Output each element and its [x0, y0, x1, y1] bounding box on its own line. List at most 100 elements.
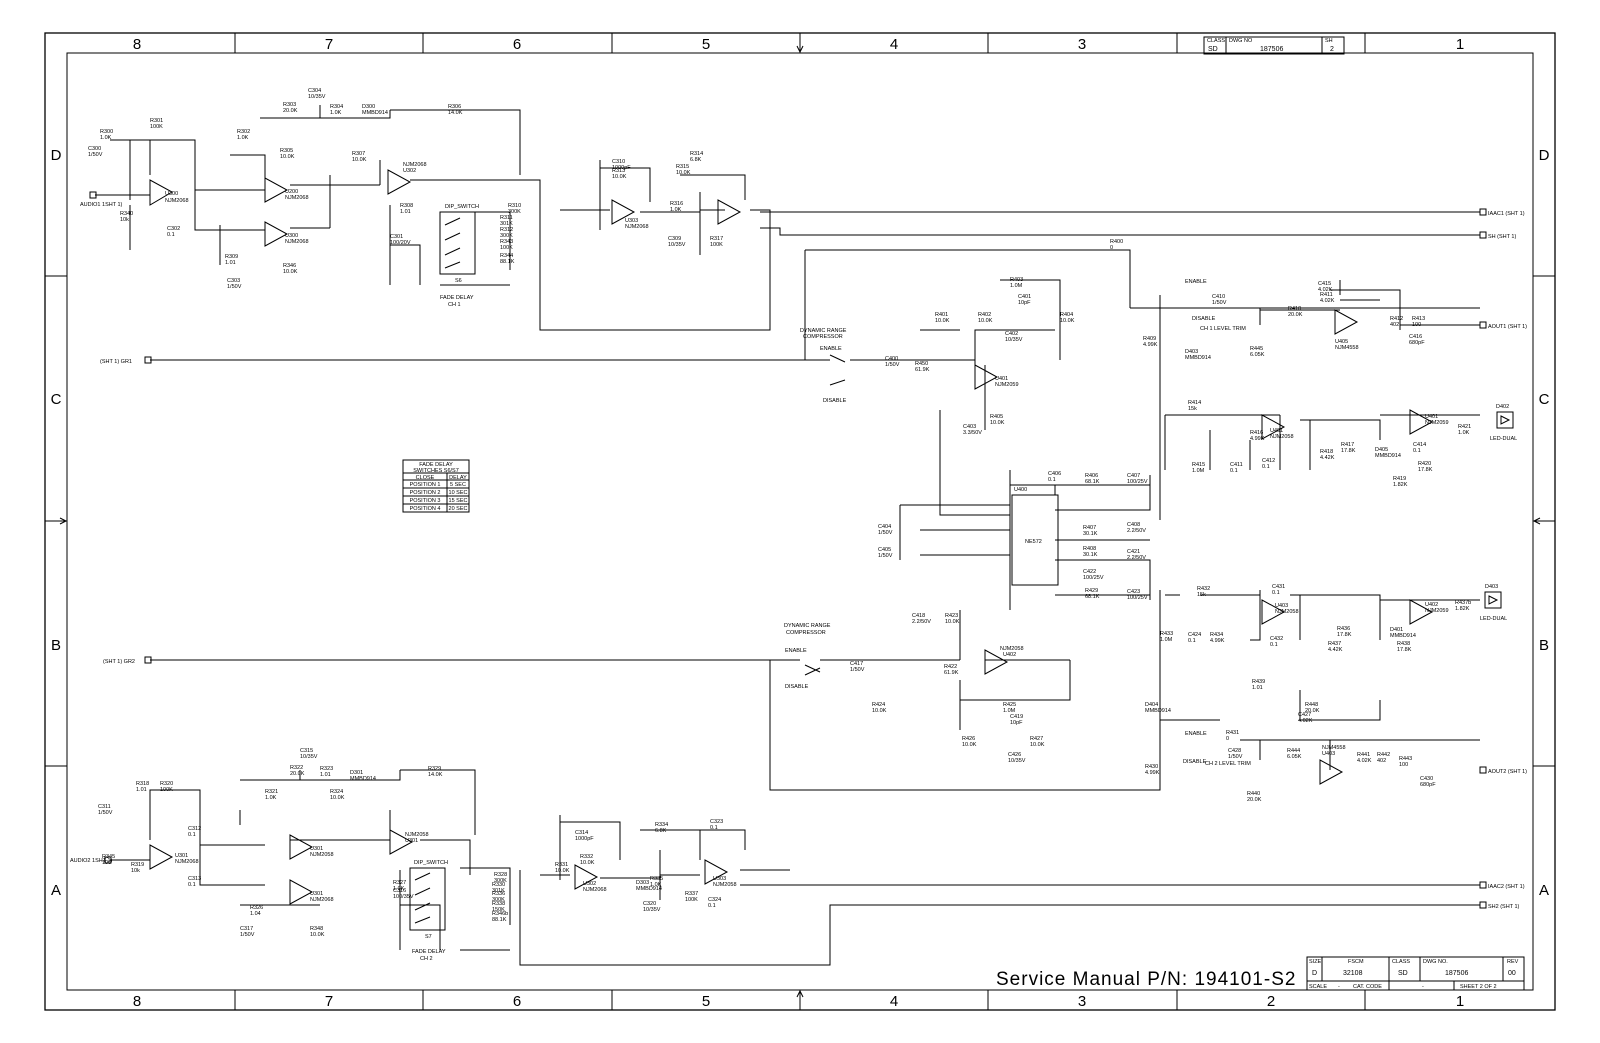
- opamp-u301d: U301 NJM2058: [389, 829, 429, 855]
- component-value: 1/50V: [227, 284, 242, 290]
- component-value: 30.1K: [1083, 531, 1098, 537]
- component-ref: D401: [1390, 627, 1403, 633]
- component-value: 20.0K: [283, 108, 298, 114]
- component-value: 100K: [710, 242, 723, 248]
- component-ref: C411: [1230, 462, 1243, 468]
- svg-text:SH (SHT 1): SH (SHT 1): [1488, 234, 1516, 240]
- component-value: MMBD914: [362, 110, 388, 116]
- component-value: 10.0K: [280, 154, 295, 160]
- component-value: 15k: [1197, 592, 1206, 598]
- component-ref: R416: [1250, 430, 1263, 436]
- component-value: 17.8K: [1397, 647, 1412, 653]
- svg-text:U303: U303: [713, 876, 726, 882]
- component-ref: R421: [1458, 424, 1471, 430]
- component-value: 1/50V: [885, 362, 900, 368]
- svg-text:10 SEC: 10 SEC: [449, 490, 468, 496]
- svg-text:00: 00: [1508, 970, 1516, 977]
- svg-text:NJM2058: NJM2058: [1275, 609, 1299, 615]
- svg-text:NJM2068: NJM2068: [285, 195, 309, 201]
- svg-text:187506: 187506: [1445, 970, 1468, 977]
- component-ref: R331: [555, 862, 568, 868]
- svg-text:AOUT1 (SHT 1): AOUT1 (SHT 1): [1488, 324, 1527, 330]
- component-value: 20.0K: [1305, 708, 1320, 714]
- component-ref: R305: [280, 148, 293, 154]
- component-ref: C424: [1188, 632, 1201, 638]
- component-ref: R414: [1188, 400, 1201, 406]
- zone-bottom-4: 4: [890, 993, 898, 1010]
- component-ref: R314: [690, 151, 703, 157]
- svg-text:CH 1 LEVEL TRIM: CH 1 LEVEL TRIM: [1200, 326, 1246, 332]
- component-ref: R336: [492, 891, 505, 897]
- svg-text:LED-DUAL: LED-DUAL: [1490, 436, 1517, 442]
- port-aout2: AOUT2 (SHT 1): [1479, 766, 1527, 775]
- component-value: 1/50V: [1228, 754, 1243, 760]
- component-value: 300K: [500, 233, 513, 239]
- component-ref: R343: [500, 239, 513, 245]
- row-left-c: C: [51, 391, 62, 408]
- component-ref: R344: [500, 253, 513, 259]
- component-value: 4.02K: [1357, 758, 1372, 764]
- zone-top-7: 7: [325, 36, 333, 53]
- component-value: 10.0K: [962, 742, 977, 748]
- component-value: 1.01: [1252, 685, 1263, 691]
- component-ref: R411: [1320, 292, 1333, 298]
- zone-top-3: 3: [1078, 36, 1086, 53]
- component-value: 100K: [160, 787, 173, 793]
- component-value: 300K: [508, 209, 521, 215]
- component-value: 150K: [492, 907, 505, 913]
- svg-text:ENABLE: ENABLE: [1185, 731, 1207, 737]
- component-value: 4.02K: [1298, 718, 1313, 724]
- svg-text:NJM2058: NJM2058: [310, 852, 334, 858]
- opamp-u303: U303 NJM2068: [611, 199, 649, 230]
- component-value: 10.0K: [872, 708, 887, 714]
- component-ref: R434: [1210, 632, 1223, 638]
- component-ref: C415: [1318, 281, 1331, 287]
- row-labels: D C B A D C B A: [51, 147, 1550, 899]
- svg-text:IAAC1 (SHT 1): IAAC1 (SHT 1): [1488, 211, 1525, 217]
- component-ref: R442: [1377, 752, 1390, 758]
- component-ref: C428: [1228, 748, 1241, 754]
- component-value: 0.1: [1230, 468, 1238, 474]
- component-value: 680pF: [1409, 340, 1425, 346]
- component-ref: C313: [188, 876, 201, 882]
- component-value: 6.05K: [1287, 754, 1302, 760]
- zone-bottom-8: 8: [133, 993, 141, 1010]
- component-ref: C430: [1420, 776, 1433, 782]
- svg-text:DYNAMIC RANGE: DYNAMIC RANGE: [800, 328, 847, 334]
- svg-text:SD: SD: [1398, 970, 1408, 977]
- svg-text:D402: D402: [1496, 404, 1509, 410]
- component-ref: R426: [962, 736, 975, 742]
- component-ref: R309: [225, 254, 238, 260]
- component-value: 10.0K: [945, 619, 960, 625]
- service-manual-label: Service Manual P/N: 194101-S2: [996, 969, 1296, 990]
- component-ref: R308: [400, 203, 413, 209]
- component-ref: R438: [1397, 641, 1410, 647]
- component-value: 10.0K: [676, 170, 691, 176]
- component-value: 0: [1226, 736, 1229, 742]
- component-ref: C317: [240, 926, 253, 932]
- component-ref: R420: [1418, 461, 1431, 467]
- row-right-d: D: [1539, 147, 1550, 164]
- component-ref: R413: [1412, 316, 1425, 322]
- opamp-u401b: U401 NJM2058: [1261, 414, 1294, 440]
- component-ref: R437b: [1455, 600, 1471, 606]
- svg-text:NE572: NE572: [1025, 539, 1042, 545]
- component-value: 6.05K: [1250, 352, 1265, 358]
- component-value: 1.01: [320, 772, 331, 778]
- component-value: 4.42K: [1328, 647, 1343, 653]
- svg-text:DELAY: DELAY: [449, 475, 467, 481]
- component-value: 14.0K: [428, 772, 443, 778]
- component-value: MMBD914: [636, 886, 662, 892]
- component-ref: R335: [650, 876, 663, 882]
- component-ref: R337: [685, 891, 698, 897]
- component-ref: R303: [283, 102, 296, 108]
- svg-text:U302: U302: [403, 168, 416, 174]
- component-ref: R317: [710, 236, 723, 242]
- component-value: 1/50V: [1212, 300, 1227, 306]
- svg-text:DISABLE: DISABLE: [1183, 759, 1207, 765]
- component-ref: R408: [1083, 546, 1096, 552]
- svg-text:IAAC2 (SHT 1): IAAC2 (SHT 1): [1488, 884, 1525, 890]
- component-ref: C323: [710, 819, 723, 825]
- component-value: 6.8K: [655, 828, 667, 834]
